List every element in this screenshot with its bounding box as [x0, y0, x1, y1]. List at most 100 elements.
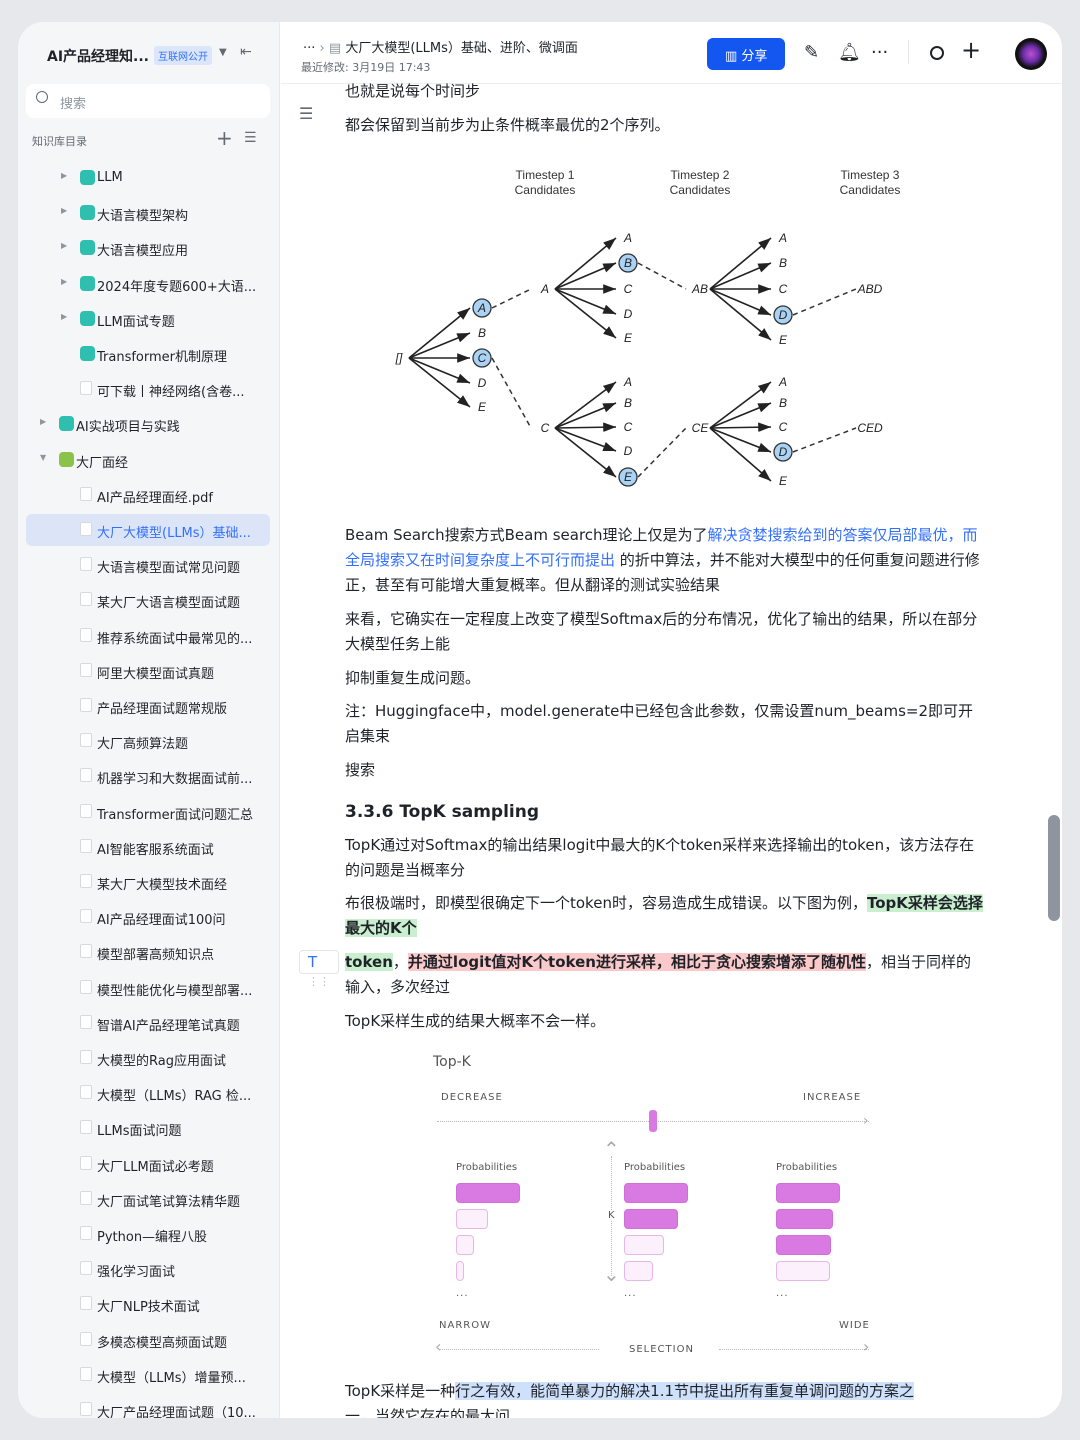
sidebar-item[interactable]: 可下载丨神经网络(含卷...: [26, 373, 270, 405]
sidebar-item[interactable]: ▶LLM: [26, 162, 270, 194]
timestep-header: Timestep 3: [841, 168, 900, 182]
sidebar-item[interactable]: 模型性能优化与模型部署...: [26, 972, 270, 1004]
sidebar-item[interactable]: 大语言模型面试常见问题: [26, 549, 270, 581]
sidebar-item[interactable]: 大模型（LLMs）RAG 检...: [26, 1077, 270, 1109]
sidebar-item[interactable]: 大模型（LLMs）增量预...: [26, 1359, 270, 1391]
bell-icon[interactable]: 🔔︎: [838, 42, 861, 63]
chevron-right-icon[interactable]: ▶: [61, 276, 68, 286]
sidebar-item[interactable]: 某大厂大语言模型面试题: [26, 584, 270, 616]
search-icon[interactable]: [930, 46, 944, 60]
node-label: CED: [857, 421, 883, 435]
sidebar-item-label: 模型性能优化与模型部署...: [97, 983, 253, 999]
doc-icon: [80, 1366, 92, 1381]
chevron-right-icon[interactable]: ▶: [40, 417, 47, 427]
list-icon[interactable]: ☰: [244, 130, 257, 146]
block-type-handle[interactable]: T ⋮⋮: [299, 950, 339, 988]
edge-arrow: [709, 427, 772, 482]
probability-bar: [776, 1261, 830, 1281]
sidebar-item-label: 阿里大模型面试真题: [97, 666, 215, 682]
sidebar-item-label: 2024年度专题600+大语...: [97, 279, 257, 295]
sidebar-item[interactable]: AI产品经理面经.pdf: [26, 479, 270, 511]
sidebar-item[interactable]: ▶大语言模型架构: [26, 197, 270, 229]
collapse-sidebar-icon[interactable]: ⇤: [240, 44, 252, 60]
doc-icon: [80, 733, 92, 748]
link[interactable]: 解决贪婪搜索给到的答案仅局部最优，而全局搜索又在时间复杂度上不可行而提出: [345, 526, 978, 569]
add-icon[interactable]: +: [961, 36, 982, 64]
slider-thumb: [649, 1110, 657, 1132]
section-heading: 3.3.6 TopK sampling: [345, 802, 539, 822]
sidebar-item[interactable]: 大厂面试笔试算法精华题: [26, 1183, 270, 1215]
sidebar-item[interactable]: ▼大厂面经: [26, 444, 270, 476]
selected-node: [773, 442, 793, 462]
sidebar-item[interactable]: 某大厂大模型技术面经: [26, 866, 270, 898]
share-button[interactable]: ▥ 分享: [707, 38, 785, 70]
search-input[interactable]: 搜索: [26, 84, 270, 118]
timestep-header: Timestep 2: [671, 168, 730, 182]
avatar[interactable]: [1015, 38, 1047, 70]
edge-arrow: [554, 427, 617, 452]
doc-icon: [80, 1014, 92, 1029]
node-label: E: [478, 400, 487, 414]
probability-bar: [624, 1261, 654, 1281]
chevron-right-icon[interactable]: ▶: [61, 241, 68, 251]
selected-node: [618, 467, 638, 487]
add-icon[interactable]: +: [216, 126, 233, 150]
sidebar-item[interactable]: 阿里大模型面试真题: [26, 655, 270, 687]
sidebar-item[interactable]: ▶大语言模型应用: [26, 232, 270, 264]
sidebar-item[interactable]: 强化学习面试: [26, 1253, 270, 1285]
probability-bar: [624, 1183, 688, 1203]
last-modified: 最近修改: 3月19日 17:43: [301, 61, 431, 74]
more-icon[interactable]: ···: [871, 42, 889, 63]
probability-bar: [456, 1261, 464, 1281]
edge-arrow: [408, 307, 471, 359]
edit-icon[interactable]: ✎: [804, 42, 820, 63]
edge-arrow: [709, 402, 772, 429]
beam-search-diagram: []ABCDEAABCDEABABCDEABDCABCDECEABCDECEDT…: [395, 168, 901, 488]
sidebar-item[interactable]: ▶AI实战项目与实践: [26, 408, 270, 440]
doc-icon: [80, 486, 92, 501]
paragraph: 都会保留到当前步为止条件概率最优的2个序列。: [345, 116, 670, 134]
node-label: D: [478, 376, 487, 390]
breadcrumb: ··· › ▤ 大厂大模型(LLMs）基础、进阶、微调面: [303, 37, 578, 56]
sidebar-item-label: 大语言模型面试常见问题: [97, 561, 241, 577]
chevron-right-icon[interactable]: ▶: [61, 171, 68, 180]
doc-icon: [80, 979, 92, 994]
chevron-right-icon[interactable]: ▶: [61, 206, 68, 216]
beam-path: [637, 427, 687, 478]
app-window: AI产品经理知... 互联网公开 ▼ ⇤ 搜索 知识库目录 + ☰ ▶LLM▶大…: [18, 22, 1062, 1418]
node-label: A: [623, 375, 632, 389]
sidebar-item[interactable]: Transformer机制原理: [26, 338, 270, 370]
sidebar-item[interactable]: AI产品经理面试100问: [26, 901, 270, 933]
chevron-right-icon[interactable]: ▶: [61, 311, 68, 321]
sidebar-item-label: 多模态模型高频面试题: [97, 1335, 228, 1351]
sidebar-item[interactable]: 大厂大模型(LLMs）基础...: [26, 514, 270, 546]
knowledge-base-icon: [80, 205, 95, 221]
sidebar-item[interactable]: ▶ 2024年度专题600+大语...: [26, 268, 270, 300]
knowledge-base-title[interactable]: AI产品经理知...: [47, 49, 149, 65]
sidebar-item[interactable]: 智谱AI产品经理笔试真题: [26, 1007, 270, 1039]
sidebar-item[interactable]: 多模态模型高频面试题: [26, 1324, 270, 1356]
outline-icon[interactable]: ☰: [299, 104, 314, 123]
breadcrumb-more[interactable]: ···: [303, 41, 316, 56]
scrollbar[interactable]: [1048, 815, 1060, 921]
sidebar-item[interactable]: 推荐系统面试中最常见的...: [26, 620, 270, 652]
chevron-down-icon[interactable]: ▼: [219, 47, 227, 58]
sidebar-item[interactable]: 机器学习和大数据面试前...: [26, 760, 270, 792]
sidebar-item[interactable]: 大厂产品经理面试题（10...: [26, 1394, 270, 1418]
sidebar-item[interactable]: Python—编程八股: [26, 1218, 270, 1250]
node-label: []: [395, 351, 403, 365]
sidebar-item[interactable]: 产品经理面试题常规版: [26, 690, 270, 722]
sidebar-item[interactable]: 大厂LLM面试必考题: [26, 1148, 270, 1180]
sidebar-item[interactable]: 模型部署高频知识点: [26, 936, 270, 968]
increase-label: INCREASE: [803, 1092, 862, 1103]
sidebar-item[interactable]: 大厂NLP技术面试: [26, 1288, 270, 1320]
paragraph: 来看，它确实在一定程度上改变了模型Softmax后的分布情况，优化了输出的结果，…: [345, 610, 978, 653]
sidebar-item[interactable]: ▶LLM面试专题: [26, 303, 270, 335]
chevron-down-icon[interactable]: ▼: [40, 452, 47, 462]
sidebar-item[interactable]: LLMs面试问题: [26, 1112, 270, 1144]
sidebar-item[interactable]: 大模型的Rag应用面试: [26, 1042, 270, 1074]
sidebar-item[interactable]: 大厂高频算法题: [26, 725, 270, 757]
knowledge-base-icon: [80, 310, 95, 326]
sidebar-item[interactable]: Transformer面试问题汇总: [26, 796, 270, 828]
sidebar-item[interactable]: AI智能客服系统面试: [26, 831, 270, 863]
